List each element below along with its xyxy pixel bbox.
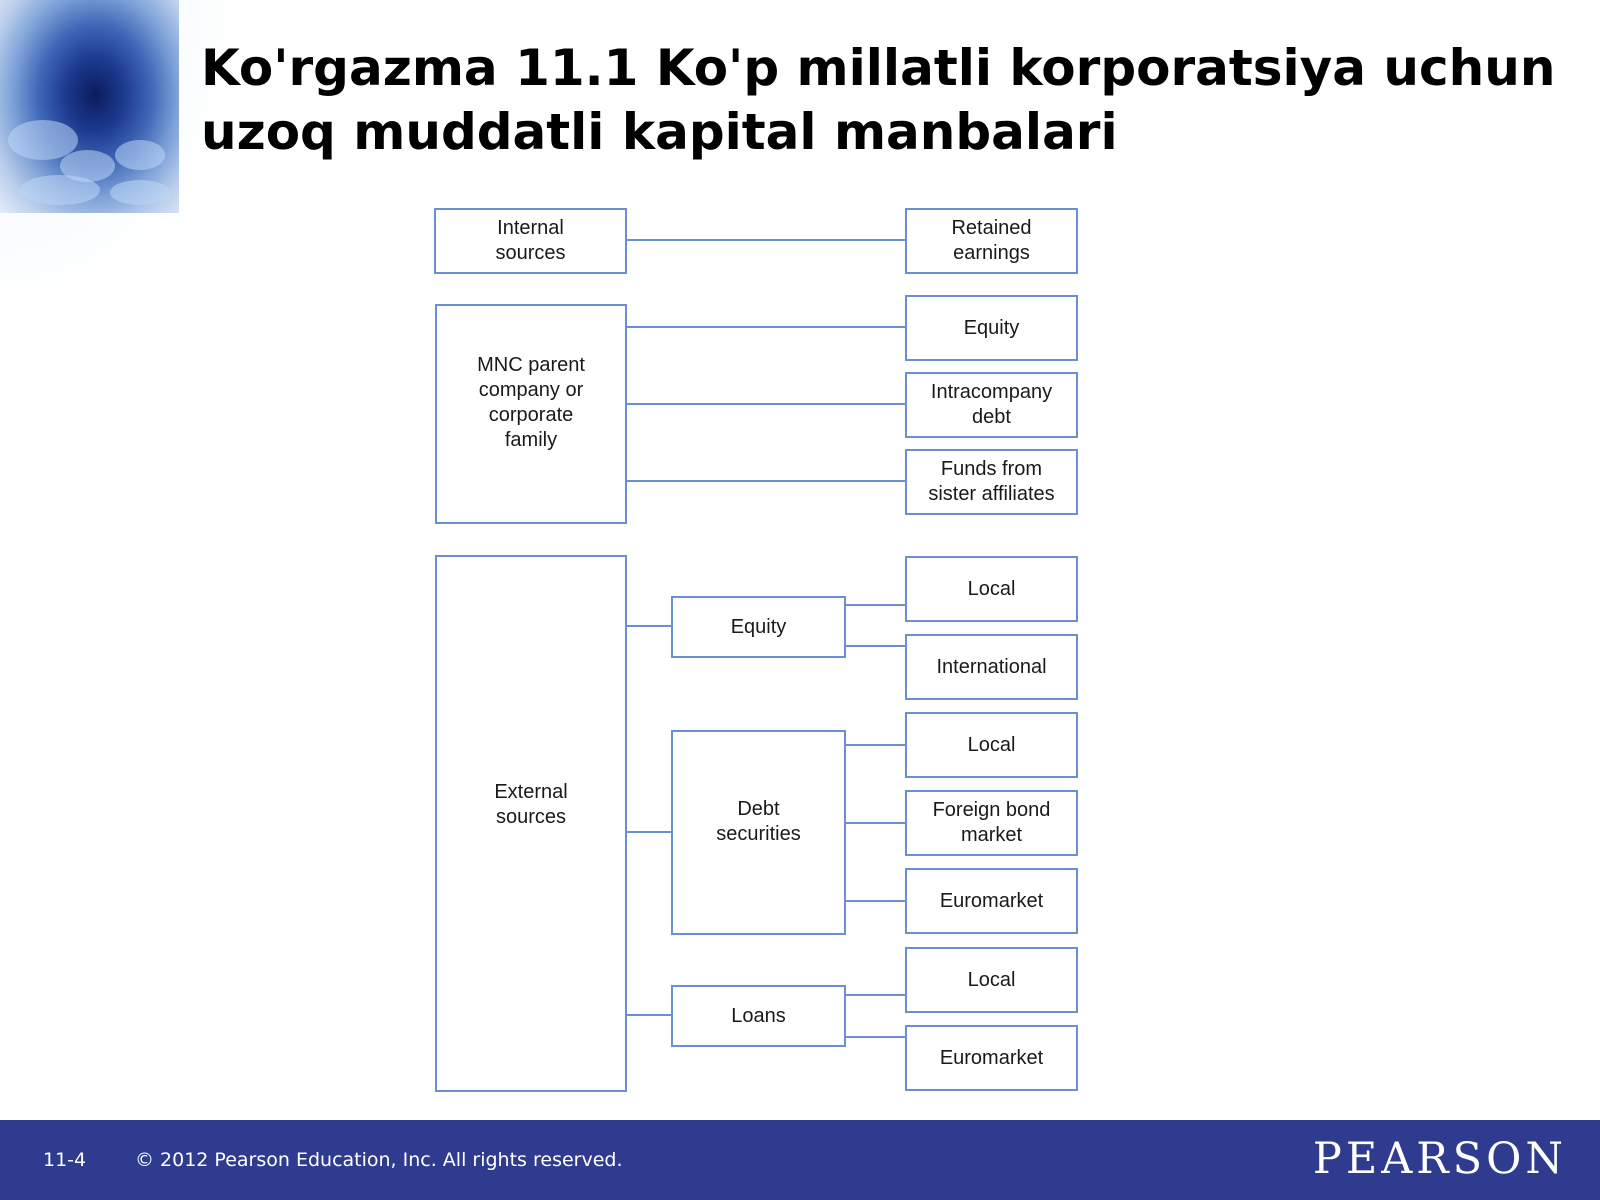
- node-equity-external: Equity: [671, 596, 846, 658]
- node-loans-local: Local: [905, 947, 1078, 1013]
- node-external-sources: External sources: [435, 555, 627, 1092]
- slide-title: Ko'rgazma 11.1 Ko'p millatli korporatsiy…: [201, 39, 1556, 161]
- node-equity-parent: Equity: [905, 295, 1078, 361]
- node-mnc-parent: MNC parent company or corporate family: [435, 304, 627, 524]
- footer-bar: 11-4 © 2012 Pearson Education, Inc. All …: [0, 1120, 1600, 1200]
- node-retained-earnings-label: Retained earnings: [951, 217, 1032, 264]
- slide-number: 11-4: [43, 1149, 87, 1171]
- node-debt-local-label: Local: [967, 733, 1016, 756]
- node-equity-local-label: Local: [967, 577, 1016, 600]
- node-funds-sister-affiliates-label: Funds from sister affiliates: [928, 458, 1055, 505]
- node-equity-local: Local: [905, 556, 1078, 622]
- node-equity-international: International: [905, 634, 1078, 700]
- node-intracompany-debt: Intracompany debt: [905, 372, 1078, 438]
- node-foreign-bond-market-label: Foreign bond market: [932, 799, 1051, 846]
- decorative-globe-image: [0, 0, 179, 213]
- copyright-text: © 2012 Pearson Education, Inc. All right…: [135, 1149, 623, 1171]
- node-equity-international-label: International: [936, 655, 1047, 678]
- node-intracompany-debt-label: Intracompany debt: [930, 381, 1053, 428]
- node-equity-external-label: Equity: [730, 615, 787, 638]
- node-foreign-bond-market: Foreign bond market: [905, 790, 1078, 856]
- node-debt-local: Local: [905, 712, 1078, 778]
- diagram-connectors: [626, 239, 906, 1038]
- node-loans: Loans: [671, 985, 846, 1047]
- node-retained-earnings: Retained earnings: [905, 208, 1078, 274]
- node-internal-sources: Internal sources: [434, 208, 627, 274]
- node-debt-securities-label: Debt securities: [716, 797, 801, 845]
- node-debt-euromarket: Euromarket: [905, 868, 1078, 934]
- node-loans-label: Loans: [731, 1004, 786, 1027]
- node-loans-euromarket: Euromarket: [905, 1025, 1078, 1091]
- pearson-logo: PEARSON: [1312, 1134, 1567, 1184]
- node-mnc-parent-label: MNC parent company or corporate family: [477, 354, 585, 451]
- node-equity-parent-label: Equity: [963, 316, 1020, 339]
- node-loans-local-label: Local: [967, 968, 1016, 991]
- node-external-sources-label: External sources: [494, 781, 568, 828]
- node-debt-euromarket-label: Euromarket: [939, 889, 1044, 912]
- node-loans-euromarket-label: Euromarket: [939, 1046, 1044, 1069]
- node-debt-securities: Debt securities: [671, 730, 846, 935]
- node-funds-sister-affiliates: Funds from sister affiliates: [905, 449, 1078, 515]
- node-internal-sources-label: Internal sources: [495, 217, 566, 264]
